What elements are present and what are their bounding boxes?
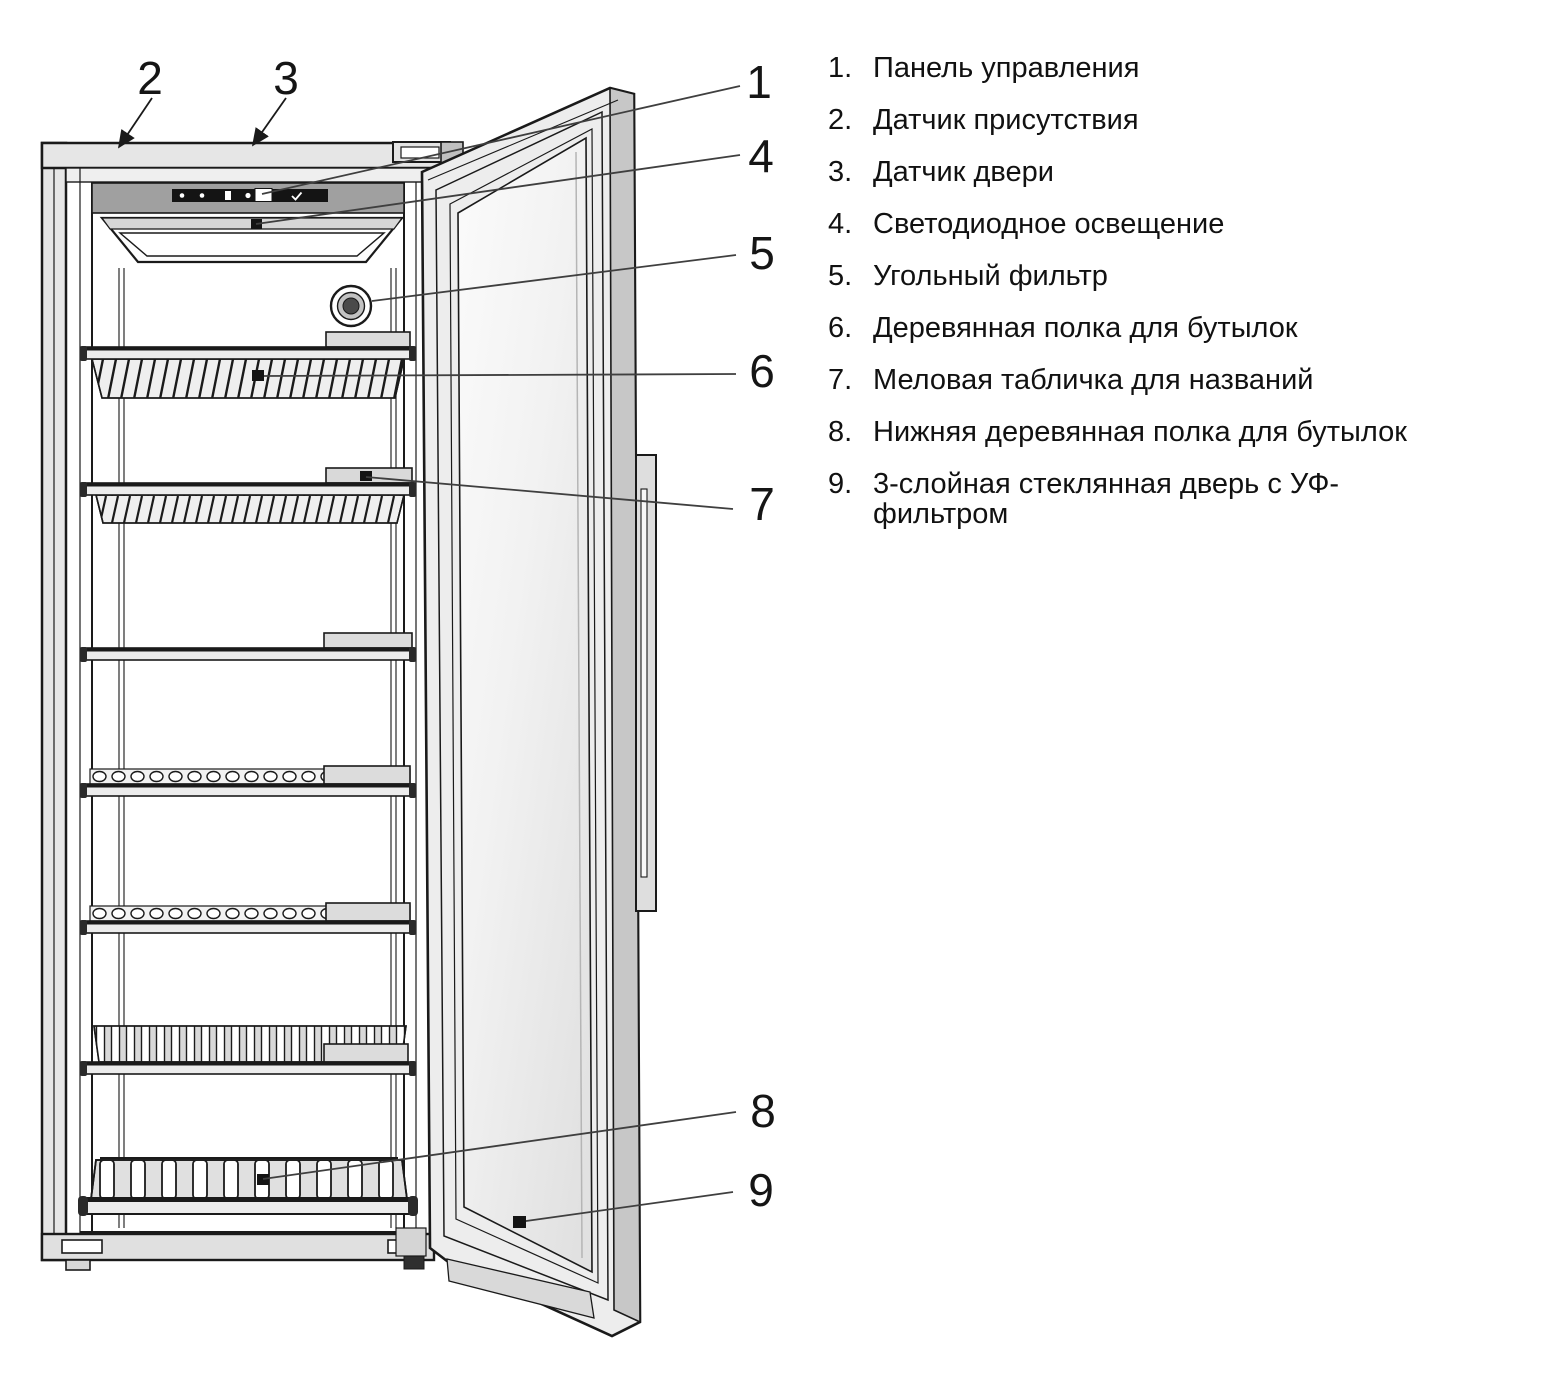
legend-item-7: 7. Меловая табличка для названий xyxy=(828,365,1508,395)
leader-9 xyxy=(518,1191,734,1223)
control-panel xyxy=(91,182,405,214)
legend-item-label: Датчик двери xyxy=(873,156,1054,188)
legend-item-number: 5. xyxy=(828,260,853,292)
callout-7-marker xyxy=(360,471,372,481)
callout-8-marker xyxy=(257,1174,269,1185)
wooden-shelf-5 xyxy=(80,902,416,935)
legend-item-4: 4. Светодиодное освещение xyxy=(828,209,1508,239)
leader-5 xyxy=(371,254,737,302)
wooden-shelf-3 xyxy=(80,632,416,662)
leader-1 xyxy=(261,85,741,195)
legend-item-label: Панель управления xyxy=(873,52,1140,84)
legend-item-number: 9. xyxy=(828,468,853,500)
legend-item-label: Меловая табличка для названий xyxy=(873,364,1314,396)
legend-item-6: 6. Деревянная полка для бутылок xyxy=(828,313,1508,343)
leader-6 xyxy=(263,373,737,377)
legend-item-label: Датчик присутствия xyxy=(873,104,1139,136)
base-vent-left xyxy=(61,1239,103,1254)
glass-door xyxy=(420,86,657,1338)
callout-number-7: 7 xyxy=(749,478,775,530)
shelf-4-tablet xyxy=(323,765,411,785)
callout-number-6: 6 xyxy=(749,345,775,397)
callout-number-2: 2 xyxy=(137,52,163,104)
check-icon xyxy=(291,191,303,201)
legend-item-2: 2. Датчик присутствия xyxy=(828,105,1508,135)
legend-item-number: 2. xyxy=(828,104,853,136)
wooden-shelf-2 xyxy=(80,467,416,524)
shelf-1-tablet xyxy=(325,331,411,348)
arrow-2 xyxy=(117,97,153,149)
led-light-panel xyxy=(99,216,405,264)
shelf-rails xyxy=(118,268,397,1228)
legend-item-label: Нижняя деревянная полка для бутылок xyxy=(873,416,1407,448)
base-plinth xyxy=(40,1227,436,1271)
wooden-shelf-4 xyxy=(80,765,416,798)
callout-1-marker xyxy=(254,188,273,202)
cabinet-foot-left xyxy=(65,1259,91,1271)
callout-number-5: 5 xyxy=(749,227,775,279)
callout-6-marker xyxy=(252,370,264,381)
leader-4 xyxy=(255,154,741,225)
callout-number-8: 8 xyxy=(750,1085,776,1137)
leader-8 xyxy=(262,1111,737,1180)
door-glass xyxy=(457,136,593,1274)
callout-9-marker xyxy=(513,1216,526,1228)
wooden-shelf-1 xyxy=(80,331,416,399)
glass-reflection xyxy=(575,151,583,1259)
cabinet-body xyxy=(40,141,448,1262)
callout-number-9: 9 xyxy=(748,1164,774,1216)
callout-number-1: 1 xyxy=(746,56,772,108)
door-bottom-skirt xyxy=(446,1258,595,1319)
callout-number-4: 4 xyxy=(748,130,774,182)
legend: 1. Панель управления 2. Датчик присутств… xyxy=(828,53,1508,551)
cabinet-foot-right xyxy=(403,1255,425,1270)
callouts: 1 2 3 4 5 6 7 8 9 xyxy=(117,52,776,1228)
legend-item-3: 3. Датчик двери xyxy=(828,157,1508,187)
shelf-6-tablet xyxy=(323,1043,409,1063)
carbon-filter xyxy=(329,284,373,328)
cabinet-top-frame xyxy=(40,141,448,170)
legend-item-8: 8. Нижняя деревянная полка для бутылок xyxy=(828,417,1508,447)
legend-item-1: 1. Панель управления xyxy=(828,53,1508,83)
wooden-shelf-6 xyxy=(80,1025,416,1076)
legend-item-9: 9. 3-слойная стеклянная дверь с УФ-фильт… xyxy=(828,469,1508,529)
door-handle xyxy=(635,454,657,912)
legend-item-number: 6. xyxy=(828,312,853,344)
legend-item-label: 3-слойная стеклянная дверь с УФ-фильтром xyxy=(873,468,1340,530)
legend-item-number: 7. xyxy=(828,364,853,396)
callout-number-3: 3 xyxy=(273,52,299,104)
legend-item-number: 3. xyxy=(828,156,853,188)
legend-item-label: Угольный фильтр xyxy=(873,260,1108,292)
legend-item-number: 4. xyxy=(828,208,853,240)
shelf-3-tablet xyxy=(323,632,413,649)
legend-item-number: 1. xyxy=(828,52,853,84)
legend-item-number: 8. xyxy=(828,416,853,448)
door-edge-band xyxy=(609,86,641,1324)
control-buttons xyxy=(179,188,303,202)
bottom-shelf xyxy=(78,1157,418,1216)
shelf-5-tablet xyxy=(325,902,411,922)
legend-item-label: Деревянная полка для бутылок xyxy=(873,312,1298,344)
arrow-3 xyxy=(251,97,287,147)
legend-item-label: Светодиодное освещение xyxy=(873,208,1225,240)
leader-7 xyxy=(365,476,734,510)
legend-item-5: 5. Угольный фильтр xyxy=(828,261,1508,291)
